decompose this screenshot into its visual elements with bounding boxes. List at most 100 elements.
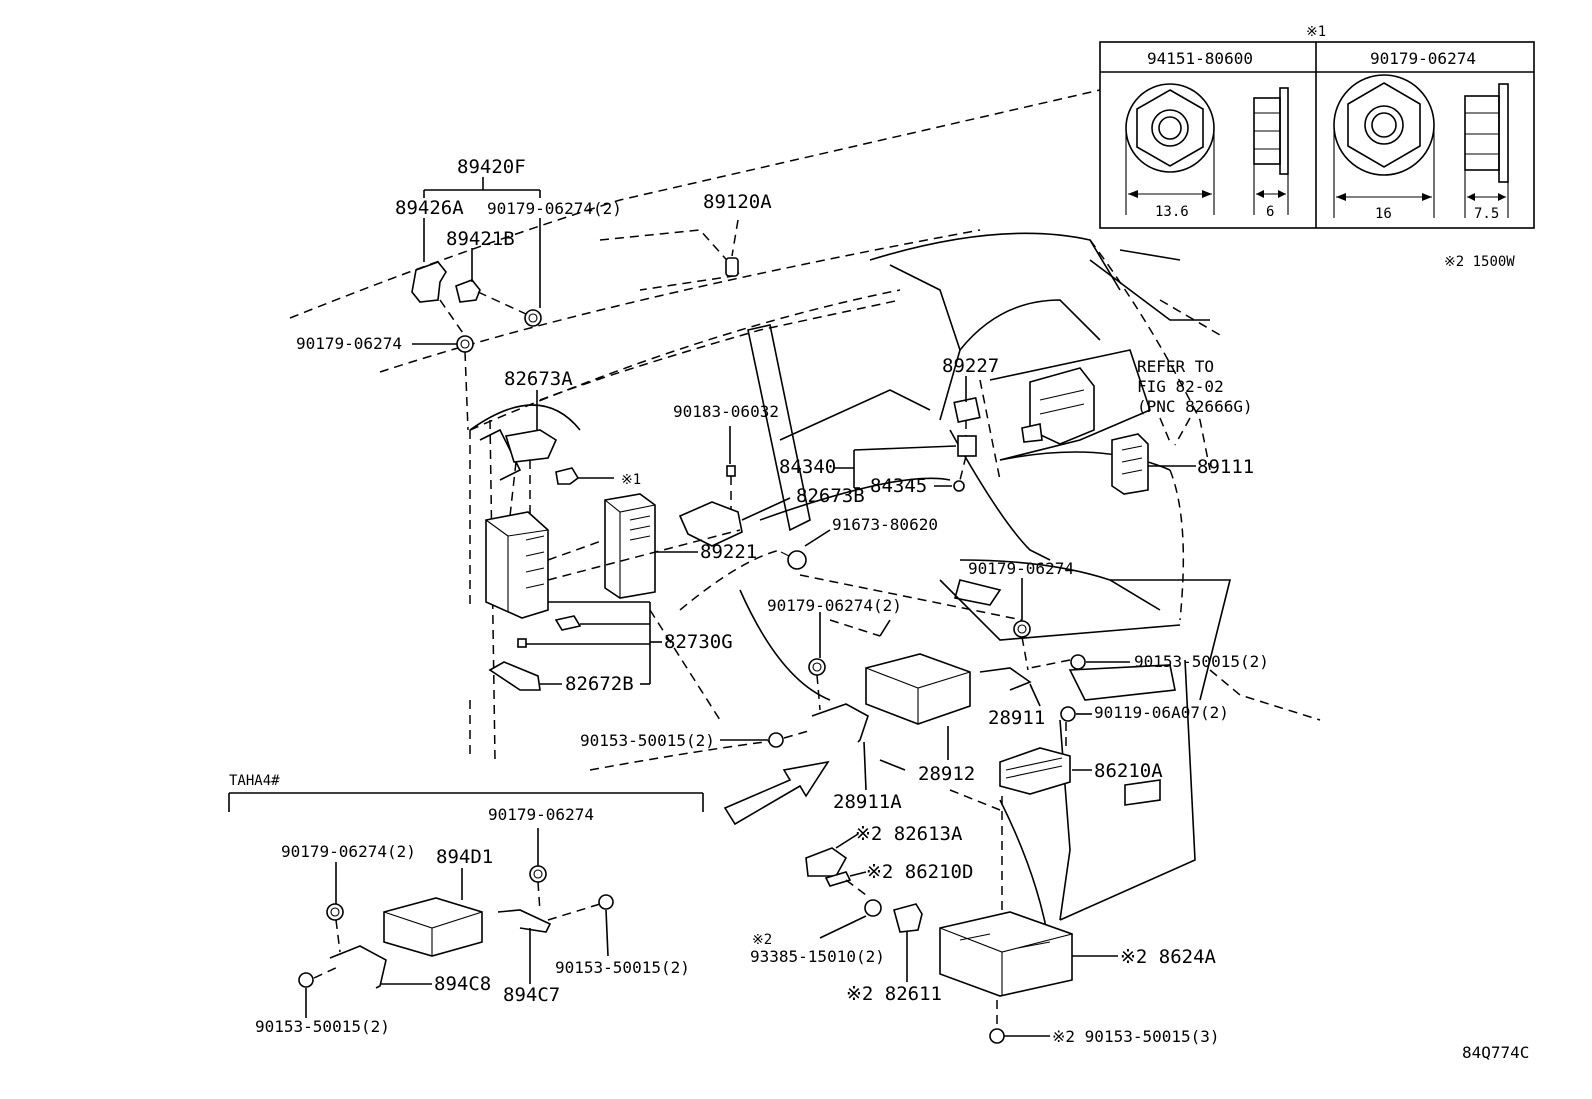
label-93385-15010-2: 93385-15010(2) — [750, 947, 885, 966]
label-90119-06A07-2: 90119-06A07(2) — [1094, 703, 1229, 722]
junction-assembly-icon — [1021, 367, 1095, 445]
bracket-28911-icon — [979, 667, 1032, 691]
leader-lines — [412, 177, 1196, 1037]
label-82730G: 82730G — [664, 631, 733, 653]
fuse-icon — [554, 615, 582, 631]
fuse-small-icon — [517, 638, 527, 648]
label-refer-line2: FIG 82-02 — [1137, 377, 1224, 396]
inset-label-894C7: 894C7 — [503, 984, 560, 1006]
label-82613A: ※2 82613A — [855, 823, 963, 845]
label-89426A: 89426A — [395, 197, 464, 219]
clip-89421B-icon — [455, 279, 481, 303]
label-89111: 89111 — [1197, 456, 1254, 478]
label-89120A: 89120A — [703, 191, 772, 213]
switch-84340-icon — [957, 435, 977, 457]
nut-part-b: 90179-06274 — [1370, 49, 1476, 68]
label-8624A: ※2 8624A — [1120, 946, 1217, 968]
part-84345-icon — [953, 480, 965, 492]
bolt-icon — [989, 1028, 1005, 1044]
nut-icon — [529, 865, 547, 883]
inset-title: TAHA4# — [229, 773, 280, 789]
bracket-28911A-icon — [811, 703, 869, 743]
bolt-icon — [598, 894, 614, 910]
label-90179-06274-right: 90179-06274 — [968, 559, 1074, 578]
nut-b-width-dim: 16 — [1375, 206, 1392, 222]
label-89227: 89227 — [942, 355, 999, 377]
label-90179-06274-left: 90179-06274 — [296, 334, 402, 353]
label-82672B: 82672B — [565, 673, 634, 695]
front-arrow-icon — [723, 760, 830, 826]
label-91673-80620: 91673-80620 — [832, 515, 938, 534]
label-mark1-clip: ※1 — [621, 472, 641, 488]
inset-label-894C8: 894C8 — [434, 973, 491, 995]
nut-icon — [1013, 620, 1031, 638]
label-86210D: ※2 86210D — [866, 861, 973, 883]
bracket-894C7-icon — [497, 909, 552, 933]
inset-label-90153-50015-2-right: 90153-50015(2) — [555, 958, 690, 977]
bolt-icon — [1070, 654, 1086, 670]
label-86210A: 86210A — [1094, 760, 1163, 782]
holder-82673A-icon — [504, 429, 558, 463]
nut-icon — [326, 903, 344, 921]
nut-a-width-dim: 13.6 — [1155, 204, 1189, 220]
nut-icon — [456, 335, 474, 353]
sensor-89120A-icon — [725, 257, 739, 277]
bracket-82611-icon — [893, 903, 923, 933]
label-82673B: 82673B — [796, 485, 865, 507]
nut-a-thickness-dim: 6 — [1266, 204, 1274, 220]
amplifier-86210A-icon — [999, 747, 1071, 795]
screw-91673-icon — [787, 550, 807, 570]
inset-label-90179-06274-2: 90179-06274(2) — [281, 842, 416, 861]
label-90153-50015-3: ※2 90153-50015(3) — [1052, 1027, 1220, 1046]
inverter-8624A-icon — [939, 911, 1073, 997]
label-28911A: 28911A — [833, 791, 902, 813]
screw-90183-icon — [726, 465, 736, 477]
sensor-89227-icon — [953, 396, 981, 424]
nut-icon — [524, 309, 542, 327]
ecu-894D1-icon — [383, 897, 483, 957]
label-89420F: 89420F — [457, 156, 526, 178]
bolt-icon — [864, 899, 882, 917]
note-mark-1: ※1 — [1306, 24, 1326, 40]
part-labels: 89420F 89426A 90179-06274(2) 89421B 8912… — [296, 156, 1529, 1062]
label-82611: ※2 82611 — [846, 983, 942, 1005]
label-refer-line3: (PNC 82666G) — [1137, 397, 1253, 416]
note-1500w: ※2 1500W — [1444, 254, 1515, 270]
bracket-82613A-icon — [805, 847, 848, 877]
clip-mark1-icon — [555, 467, 580, 485]
label-89421B: 89421B — [446, 228, 515, 250]
label-90179-06274-2-top: 90179-06274(2) — [487, 199, 622, 218]
nut-b-front-icon — [1333, 74, 1435, 218]
nut-b-thickness-dim: 7.5 — [1474, 206, 1499, 222]
dashboard-outline — [289, 89, 1321, 951]
harness-86210D-icon — [824, 871, 852, 887]
inset-label-90153-50015-2-left: 90153-50015(2) — [255, 1017, 390, 1036]
label-82673A: 82673A — [504, 368, 573, 390]
nut-icon — [808, 658, 826, 676]
bolt-icon — [298, 972, 314, 988]
label-90183-06032: 90183-06032 — [673, 402, 779, 421]
inset-label-894D1: 894D1 — [436, 846, 493, 868]
label-90179-06274-2-mid: 90179-06274(2) — [767, 596, 902, 615]
part-shapes — [411, 257, 1149, 1044]
label-84340: 84340 — [779, 456, 836, 478]
bracket-89426A-icon — [411, 261, 447, 303]
label-28912: 28912 — [918, 763, 975, 785]
bracket-894C8-icon — [329, 945, 387, 989]
inset-label-90179-06274: 90179-06274 — [488, 805, 594, 824]
nut-b-side-icon — [1464, 83, 1509, 218]
label-28911: 28911 — [988, 707, 1045, 729]
label-84345: 84345 — [870, 475, 927, 497]
nut-part-a: 94151-80600 — [1147, 49, 1253, 68]
label-90153-50015-2-right: 90153-50015(2) — [1134, 652, 1269, 671]
label-90153-50015-2-mid: 90153-50015(2) — [580, 731, 715, 750]
nut-a-front-icon — [1125, 83, 1215, 215]
label-refer-line1: REFER TO — [1137, 357, 1214, 376]
nut-spec-table: ※1 94151-80600 90179-06274 13.6 — [1099, 24, 1535, 229]
diagram-code: 84Q774C — [1462, 1043, 1529, 1062]
relay-block-82730G-icon — [485, 511, 549, 619]
ecu-28912-icon — [865, 653, 971, 725]
label-mark2-93385: ※2 — [752, 932, 772, 948]
bolt-icon — [768, 732, 784, 748]
inset-taha4: TAHA4# 90179-06274 90179-06274(2) 89 — [228, 773, 704, 1036]
